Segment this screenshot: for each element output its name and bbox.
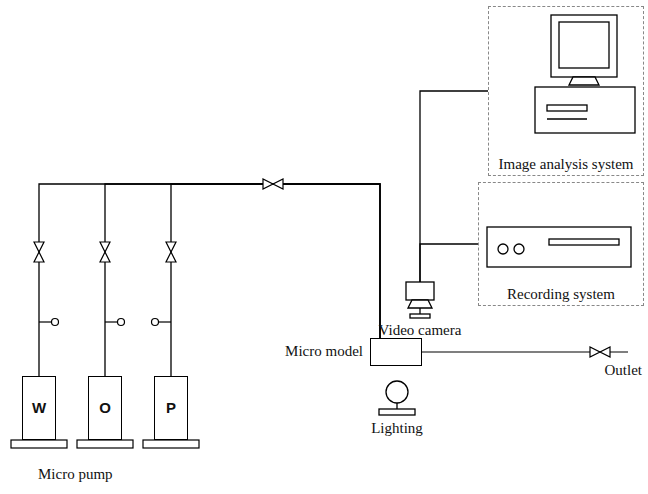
gauge-stub (39, 321, 51, 322)
outlet-label: Outlet (605, 362, 643, 379)
node-label: W (32, 399, 46, 416)
recorder-body (487, 227, 631, 267)
gauge-stub (159, 321, 171, 322)
node-label: Recording system (507, 286, 615, 303)
gauge-stub (105, 321, 117, 322)
lamp-bulb (386, 381, 408, 403)
pump-base (11, 440, 67, 448)
micro-model-box: Micro model (370, 338, 422, 366)
camera-body (406, 282, 434, 300)
system-group: Image analysis system (488, 6, 644, 176)
system-group: Recording system (478, 182, 644, 306)
computer-case (535, 87, 635, 133)
valve-symbol (590, 347, 610, 357)
node-label: P (166, 399, 176, 416)
fluid-pipe (105, 184, 380, 376)
monitor-stand (569, 77, 599, 85)
pressure-gauge (152, 319, 159, 326)
node-label: Video camera (379, 322, 462, 339)
lamp-neck (396, 403, 397, 409)
pump-box: O (88, 376, 122, 440)
valve-symbol (100, 242, 110, 262)
pressure-gauge (52, 319, 59, 326)
pump-base (77, 440, 133, 448)
fluid-pipe (39, 184, 380, 376)
camera-mount (419, 308, 420, 314)
pressure-gauge (118, 319, 125, 326)
disk-slot (547, 118, 587, 119)
valve-symbol (166, 242, 176, 262)
node-label: Micro model (285, 343, 363, 360)
node-label: Image analysis system (499, 156, 634, 173)
camera-lens (408, 300, 432, 308)
valve-symbol (34, 242, 44, 262)
group-label: Micro pump (38, 466, 113, 483)
pump-base (143, 440, 199, 448)
monitor-screen (559, 22, 609, 68)
pump-box: P (154, 376, 188, 440)
tape-slot (549, 239, 619, 245)
pump-box: W (22, 376, 56, 440)
signal-cable (420, 244, 478, 282)
device-icon: Lighting (372, 378, 422, 442)
node-label: O (99, 399, 111, 416)
device-icon: Video camera (370, 282, 470, 342)
lamp-base (379, 409, 415, 415)
fluid-pipe (171, 184, 380, 376)
recorder-knob (514, 244, 524, 254)
monitor-frame (551, 15, 617, 77)
node-label: Lighting (371, 420, 423, 437)
camera-base (410, 314, 430, 318)
valve-symbol (263, 179, 283, 189)
computer-icon (489, 7, 645, 177)
recorder-knob (498, 244, 508, 254)
disk-drive (547, 105, 587, 111)
